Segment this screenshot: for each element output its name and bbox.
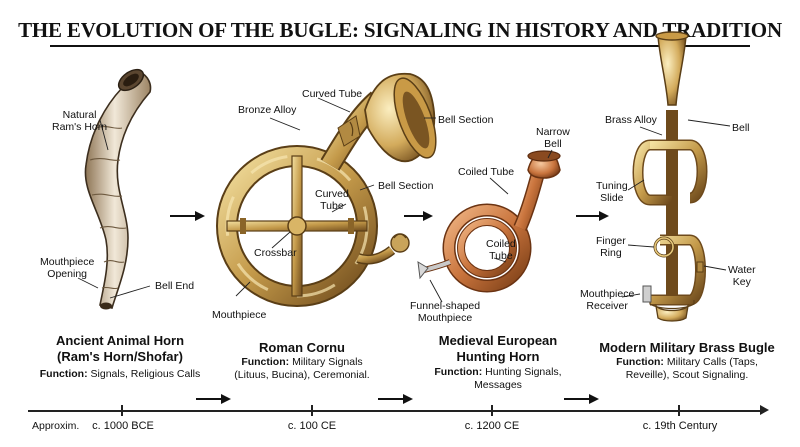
panel-function-roman-cornu: Function: Military Signals (Lituus, Buci… <box>212 356 392 382</box>
page-title: THE EVOLUTION OF THE BUGLE: SIGNALING IN… <box>18 18 782 42</box>
label-line: Coiled <box>486 238 516 250</box>
label-bell: Bell <box>732 122 750 134</box>
panel-function-modern-bugle: Function: Military Calls (Taps, Reveille… <box>592 356 782 382</box>
label-line: Mouthpiece <box>580 288 635 300</box>
label-funnel-mouthpiece: Funnel-shaped Mouthpiece <box>410 300 480 324</box>
timeline-date-1200ce: c. 1200 CE <box>464 420 520 432</box>
function-text: Military Signals <box>292 356 363 368</box>
function-text: Military Calls (Taps, <box>666 356 758 368</box>
title-underline <box>50 45 750 47</box>
label-mouthpiece: Mouthpiece <box>212 309 267 321</box>
label-line: Curved <box>315 188 349 200</box>
label-water-key: Water Key <box>728 264 756 288</box>
function-text-line2: Messages <box>474 379 522 391</box>
function-line: Function: Hunting Signals, <box>418 366 578 379</box>
label-line: Receiver <box>586 300 628 312</box>
label-curved-tube-top: Curved Tube <box>302 88 363 100</box>
label-line: Funnel-shaped <box>410 300 481 312</box>
panel-title-modern-bugle: Modern Military Brass Bugle <box>599 340 775 355</box>
function-line: Function: Military Calls (Taps, <box>592 356 782 369</box>
label-line: Mouthpiece <box>417 312 473 324</box>
label-bell-section-mid: Bell Section <box>378 180 434 192</box>
label-line: Tuning <box>596 180 628 192</box>
function-text-line2: Reveille), Scout Signaling. <box>625 369 749 381</box>
label-bell-end: Bell End <box>155 280 195 292</box>
timeline-axis <box>28 410 763 412</box>
function-label: Function: <box>616 356 664 368</box>
label-brass-alloy: Brass Alloy <box>605 114 657 126</box>
label-natural-rams-horn: Natural Ram's Horn <box>52 109 107 133</box>
label-mouthpiece-opening: Mouthpiece Opening <box>40 256 94 280</box>
panel-function-ancient-horn: Function: Signals, Religious Calls <box>30 368 210 381</box>
label-line: Natural <box>62 109 97 121</box>
function-label: Function: <box>241 356 290 368</box>
function-text-line2: (Lituus, Bucina), Ceremonial. <box>234 369 370 381</box>
function-text: Signals, Religious Calls <box>90 368 201 380</box>
modern-bugle-illustration <box>632 31 708 322</box>
timeline-approx-label: Approxim. <box>32 420 80 432</box>
label-crossbar: Crossbar <box>254 247 297 259</box>
timeline-arrowhead <box>760 405 769 415</box>
panel-function-hunting-horn: Function: Hunting Signals, Messages <box>418 366 578 392</box>
label-narrow-bell: Narrow Bell <box>536 126 570 150</box>
label-line: Ring <box>600 247 622 259</box>
timeline-date-19th-century: c. 19th Century <box>642 420 718 432</box>
label-bronze-alloy: Bronze Alloy <box>238 104 297 116</box>
label-mouthpiece-receiver: Mouthpiece Receiver <box>580 288 634 312</box>
timeline-date-100ce: c. 100 CE <box>287 420 337 432</box>
hunting-horn-illustration <box>417 150 561 293</box>
function-text: Hunting Signals, <box>485 366 562 378</box>
panel-title-line: (Ram's Horn/Shofar) <box>57 349 183 364</box>
label-line: Opening <box>47 268 87 280</box>
timeline-tick <box>491 405 493 416</box>
label-coiled-tube-mid: Coiled Tube <box>486 238 516 262</box>
label-line: Key <box>732 276 751 288</box>
transition-arrows <box>170 211 609 404</box>
label-line: Finger <box>596 235 626 247</box>
label-line: Water <box>728 264 756 276</box>
function-line: Function: Military Signals <box>212 356 392 369</box>
label-line: Bell <box>544 138 562 150</box>
timeline-tick <box>678 405 680 416</box>
label-line: Ram's Horn <box>52 121 108 133</box>
timeline-date-1000bce: c. 1000 BCE <box>92 420 154 432</box>
function-label: Function: <box>39 368 88 380</box>
label-coiled-tube-top: Coiled Tube <box>458 166 515 178</box>
label-line: Slide <box>600 192 624 204</box>
rams-horn-illustration <box>84 68 152 310</box>
function-label: Function: <box>434 366 483 378</box>
panel-title-roman-cornu: Roman Cornu <box>259 340 345 355</box>
timeline-tick <box>311 405 313 416</box>
label-line: Narrow <box>536 126 570 138</box>
panel-title-ancient-horn: Ancient Animal Horn (Ram's Horn/Shofar) <box>40 333 200 365</box>
label-tuning-slide: Tuning Slide <box>596 180 628 204</box>
label-finger-ring: Finger Ring <box>596 235 626 259</box>
label-curved-tube-mid: Curved Tube <box>315 188 349 212</box>
timeline-tick <box>121 405 123 416</box>
roman-cornu-illustration <box>216 72 437 307</box>
label-line: Mouthpiece <box>40 256 95 268</box>
panel-title-line: Ancient Animal Horn <box>55 333 185 348</box>
label-line: Tube <box>489 250 513 262</box>
callout-lines <box>77 97 731 303</box>
panel-title-hunting-horn: Medieval European Hunting Horn <box>418 333 578 365</box>
label-line: Tube <box>320 200 344 212</box>
label-bell-section-top: Bell Section <box>438 114 494 126</box>
panel-title-line: Hunting Horn <box>456 349 540 364</box>
panel-title-line: Medieval European <box>438 333 558 348</box>
